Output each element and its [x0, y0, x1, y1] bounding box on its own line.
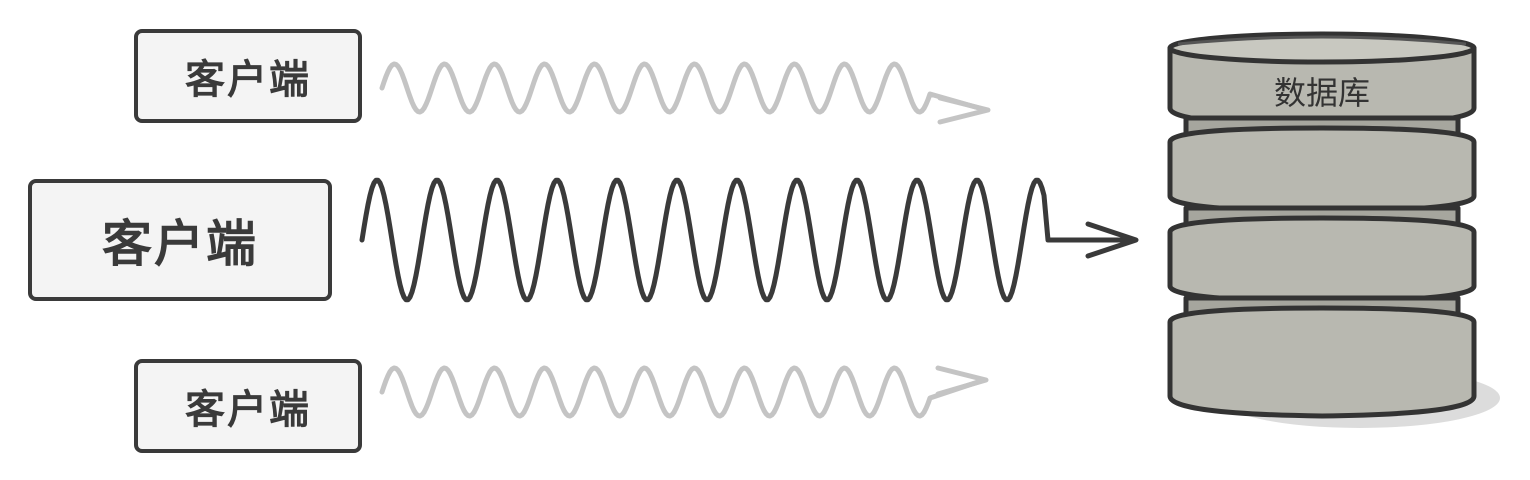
arrowhead-bottom [935, 365, 989, 397]
client-box-middle: 客户端 [28, 179, 332, 301]
arrowhead-top [937, 95, 991, 125]
client-label-top: 客户端 [185, 57, 311, 103]
database-label: 数据库 [1273, 74, 1370, 112]
arrowhead-middle [1085, 221, 1139, 259]
request-wave-bottom [379, 365, 987, 419]
client-label-bottom: 客户端 [185, 387, 311, 433]
database-icon [1167, 31, 1500, 428]
client-box-top: 客户端 [134, 29, 362, 123]
client-box-bottom: 客户端 [134, 359, 362, 453]
request-wave-middle [359, 177, 1137, 303]
request-wave-top [379, 61, 989, 115]
client-label-middle: 客户端 [102, 215, 258, 273]
